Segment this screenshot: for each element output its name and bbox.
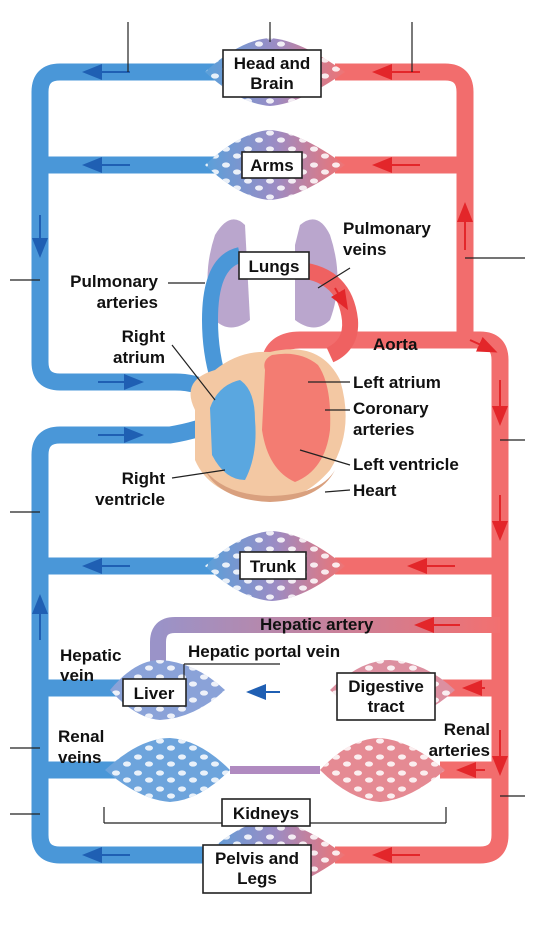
label-heart: Heart	[353, 481, 397, 500]
label-digestive-tract: Digestive tract	[336, 672, 436, 721]
svg-text:Brain: Brain	[250, 74, 293, 93]
label-right-ventricle-1: Right	[122, 469, 166, 488]
label-left-ventricle: Left ventricle	[353, 455, 459, 474]
label-kidneys: Kidneys	[221, 798, 311, 827]
label-pulmonary-veins-1: Pulmonary	[343, 219, 431, 238]
label-right-atrium-1: Right	[122, 327, 166, 346]
svg-text:Kidneys: Kidneys	[233, 804, 299, 823]
svg-text:Lungs: Lungs	[249, 257, 300, 276]
svg-text:Legs: Legs	[237, 869, 277, 888]
label-pulmonary-arteries-1: Pulmonary	[70, 272, 158, 291]
label-liver: Liver	[122, 678, 187, 707]
vein-flow-arrows	[32, 64, 280, 863]
label-right-atrium-2: atrium	[113, 348, 165, 367]
label-pulmonary-arteries-2: arteries	[97, 293, 158, 312]
pulmonary-vein-vessel	[298, 262, 359, 363]
label-hepatic-portal-vein: Hepatic portal vein	[188, 642, 340, 661]
svg-text:Liver: Liver	[134, 684, 175, 703]
label-right-ventricle-2: ventricle	[95, 490, 165, 509]
label-left-atrium: Left atrium	[353, 373, 441, 392]
svg-text:tract: tract	[368, 697, 405, 716]
capillary-kidney-right	[320, 738, 445, 802]
label-renal-veins-2: veins	[58, 748, 101, 767]
label-renal-veins-1: Renal	[58, 727, 104, 746]
hepatic-artery-vessel	[150, 617, 500, 665]
label-aorta: Aorta	[373, 335, 418, 354]
label-pelvis-legs: Pelvis and Legs	[202, 844, 312, 894]
artery-flow-arrows	[331, 64, 508, 863]
svg-text:Trunk: Trunk	[250, 557, 297, 576]
label-lungs: Lungs	[238, 251, 310, 280]
label-hepatic-artery: Hepatic artery	[260, 615, 374, 634]
label-head-brain: Head and Brain	[222, 49, 322, 98]
label-pulmonary-veins-2: veins	[343, 240, 386, 259]
svg-text:Pelvis and: Pelvis and	[215, 849, 299, 868]
svg-text:Head and: Head and	[234, 54, 311, 73]
svg-text:Digestive: Digestive	[348, 677, 424, 696]
label-hepatic-vein-1: Hepatic	[60, 646, 121, 665]
capillary-kidney-left	[105, 738, 230, 802]
label-trunk: Trunk	[239, 551, 307, 580]
label-coronary-arteries-1: Coronary	[353, 399, 429, 418]
heart-illustration	[190, 349, 346, 502]
svg-text:Arms: Arms	[250, 156, 293, 175]
label-hepatic-vein-2: vein	[60, 666, 94, 685]
label-coronary-arteries-2: arteries	[353, 420, 414, 439]
label-arms: Arms	[241, 151, 303, 179]
label-renal-arteries-1: Renal	[444, 720, 490, 739]
label-renal-arteries-2: arteries	[429, 741, 490, 760]
